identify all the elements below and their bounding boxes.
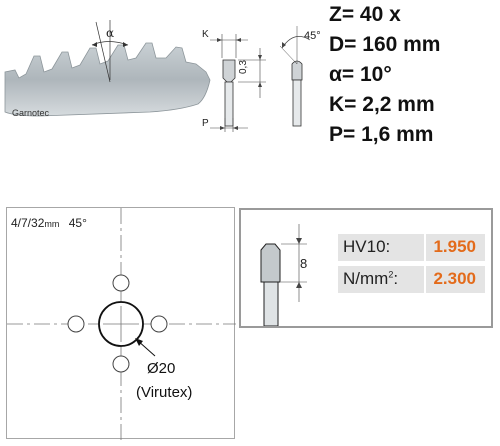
height-arrow-top: [258, 55, 262, 60]
blade-profile-drawing: α: [4, 20, 211, 117]
alpha-symbol: α: [106, 26, 114, 40]
brand-label: Garnotec: [12, 108, 50, 118]
tooth-body-front: [292, 79, 302, 127]
tip-carbide: [260, 243, 281, 283]
strength-key-sup: 2: [388, 269, 394, 280]
spec-plate-thickness: P= 1,6 mm: [329, 123, 434, 146]
tooth-body-side: [224, 81, 234, 127]
bore-diameter-label: Ø20: [147, 360, 176, 377]
strength-key-text: N/mm: [343, 269, 389, 288]
hole-pattern-panel: 4/7/32mm 45° Ø20 (Virutex): [6, 207, 236, 440]
hv10-value: 1.950: [433, 237, 476, 256]
hv10-key: HV10:: [343, 237, 391, 256]
alpha-arrow-left: [92, 42, 97, 47]
hole-pattern-unit: mm: [44, 219, 60, 229]
p-label: P: [202, 118, 209, 129]
hole-pattern-drawing: [7, 208, 236, 440]
strength-value: 2.300: [433, 269, 476, 288]
k-arrow-left: [217, 38, 222, 42]
p-arrow-right: [233, 126, 238, 130]
tooth-section-drawing: [210, 26, 311, 132]
k-label: K: [202, 29, 209, 40]
row-separator: [424, 266, 426, 293]
pin-hole-right: [150, 315, 168, 333]
pin-hole-top: [112, 274, 130, 292]
tooth-tip-front: [291, 60, 303, 81]
alpha-angle-line: [95, 21, 111, 83]
bevel-ref-diagonal: [279, 45, 298, 65]
p-arrow-left: [220, 126, 225, 130]
alpha-arrow-right: [123, 42, 128, 47]
hardness-panel: 8 HV10: 1.950 N/mm2: 2.300: [239, 208, 493, 328]
tip-arrow-bottom: [296, 282, 302, 288]
height-label: 0,3: [238, 60, 249, 74]
strength-key-tail: :: [393, 269, 399, 288]
strength-key: N/mm2:: [343, 269, 398, 289]
bore-leader-arrow: [135, 338, 143, 346]
tip-height-label: 8: [300, 256, 308, 271]
hardness-row-hv10: HV10: 1.950: [338, 234, 485, 261]
bevel-arrow: [282, 42, 286, 48]
height-arrow-bottom: [258, 82, 262, 87]
pin-hole-left: [67, 315, 85, 333]
spec-hook-angle: α= 10°: [329, 63, 392, 86]
k-arrow-right: [236, 38, 241, 42]
hardness-table: HV10: 1.950 N/mm2: 2.300: [338, 234, 485, 298]
tooth-tip-side: [222, 59, 236, 83]
tooth-tip-drawing: [260, 224, 307, 326]
bevel-angle-label: 45°: [304, 30, 321, 42]
hole-pattern-spec: 4/7/32mm 45°: [11, 216, 87, 230]
spec-kerf: K= 2,2 mm: [329, 93, 435, 116]
tip-body: [263, 281, 279, 326]
blade-body: [4, 42, 211, 117]
spec-tooth-count: Z= 40 x: [329, 3, 401, 26]
tip-arrow-top: [296, 238, 302, 244]
spec-diameter: D= 160 mm: [329, 33, 441, 56]
hole-pattern-value: 4/7/32: [11, 216, 45, 230]
pin-hole-bottom: [112, 355, 130, 373]
bore-note-label: (Virutex): [136, 384, 193, 401]
hole-pattern-angle: 45°: [68, 216, 87, 230]
row-separator: [424, 234, 426, 261]
hardness-row-strength: N/mm2: 2.300: [338, 266, 485, 293]
